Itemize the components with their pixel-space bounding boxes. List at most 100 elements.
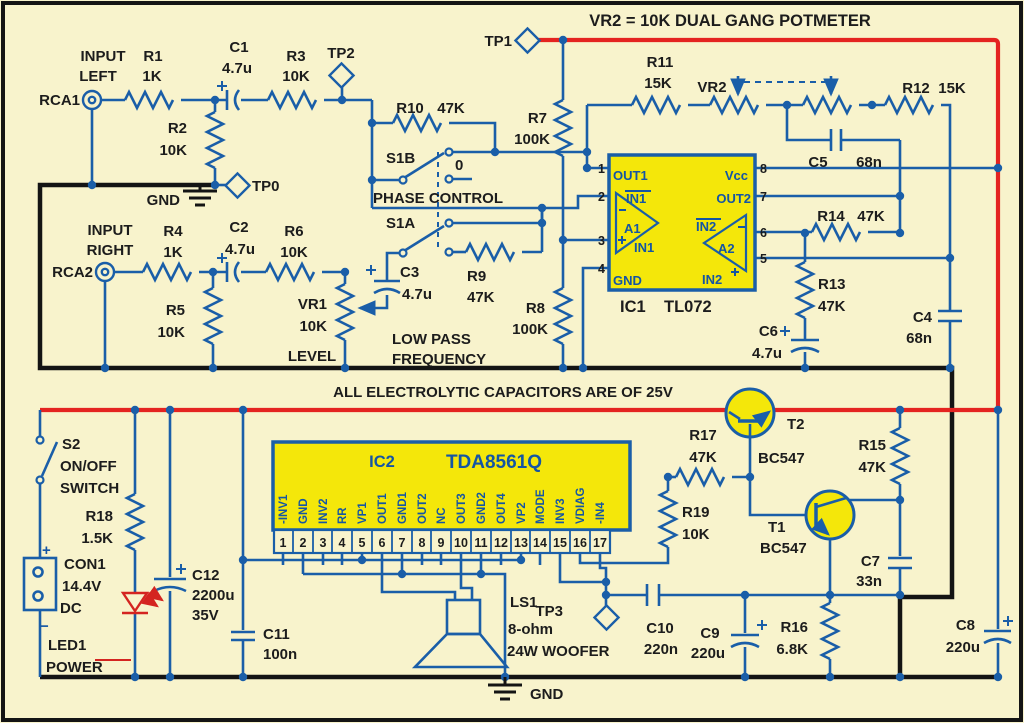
r14-val: 47K [857, 208, 885, 225]
r13-val: 47K [818, 298, 846, 315]
r7-ref: R7 [528, 110, 547, 127]
led1-ref: LED1 [48, 637, 86, 654]
wires [38, 40, 1012, 677]
ic1-pin8: 8 [760, 162, 767, 176]
r19-val: 10K [682, 526, 710, 543]
r16-ref: R16 [780, 619, 808, 636]
ic2-pin-num-2: 2 [300, 536, 307, 550]
ic1-in2p-label: IN2 [702, 272, 722, 287]
c10-val: 220n [644, 641, 678, 658]
ic2-pin-num-8: 8 [419, 536, 426, 550]
s2-switch-label: SWITCH [60, 480, 119, 497]
s1b-label: S1B [386, 150, 415, 167]
ic2-part: TDA8561Q [446, 452, 542, 473]
con1-plus: + [42, 542, 51, 559]
c5-val: 68n [856, 154, 882, 171]
r10-ref: R10 [396, 100, 424, 117]
ic2-pin-num-6: 6 [379, 536, 386, 550]
ic1-pin7: 7 [760, 190, 767, 204]
ic1-block: OUT1 IN1 A1 IN1 GND Vcc OUT2 IN2 A2 IN2 … [598, 153, 767, 316]
r14-ref: R14 [817, 208, 845, 225]
ic1-out2-label: OUT2 [716, 191, 751, 206]
c12-voltage: 35V [192, 607, 219, 624]
input-left-line1: INPUT [81, 48, 126, 65]
switch-contacts [35, 147, 454, 485]
con1-dc: DC [60, 600, 82, 617]
r18-val: 1.5K [81, 530, 113, 547]
rca1-label: RCA1 [39, 92, 80, 109]
ic1-in1p-label: IN1 [634, 240, 654, 255]
ic2-pin-name-15: INV3 [555, 498, 567, 524]
c4-val: 68n [906, 330, 932, 347]
rca1-connector [81, 89, 103, 111]
c1-ref: C1 [229, 39, 248, 56]
ground-symbol-top [183, 185, 217, 207]
r2-ref: R2 [168, 120, 187, 137]
r7-val: 100K [514, 131, 550, 148]
speaker-symbol [411, 598, 510, 669]
polarity-marks [176, 81, 1013, 630]
electrolytic-note: ALL ELECTROLYTIC CAPACITORS ARE OF 25V [333, 384, 673, 401]
c12-ref: C12 [192, 567, 220, 584]
led-symbol [95, 585, 164, 661]
t2-part: BC547 [758, 450, 805, 467]
lowpass-line2: FREQUENCY [392, 351, 486, 368]
input-left-line2: LEFT [79, 68, 117, 85]
ic2-ref: IC2 [369, 453, 395, 471]
c9-ref: C9 [700, 625, 719, 642]
ic1-pin1: 1 [598, 162, 605, 176]
ic2-pin-name-10: OUT3 [456, 493, 468, 524]
ic2-pin-num-7: 7 [399, 536, 406, 550]
con1-ref: CON1 [64, 556, 106, 573]
c4-ref: C4 [913, 309, 933, 326]
r9-ref: R9 [467, 268, 486, 285]
ls1-impedance: 8-ohm [508, 621, 553, 638]
r3-ref: R3 [286, 48, 305, 65]
r5-ref: R5 [166, 302, 185, 319]
c3-val: 4.7u [402, 286, 432, 303]
labels: VR2 = 10K DUAL GANG POTMETER ALL ELECTRO… [39, 12, 980, 703]
c3-ref: C3 [400, 264, 419, 281]
r9-val: 47K [467, 289, 495, 306]
ic2-pin-num-17: 17 [593, 536, 607, 550]
ic2-pin-name-5: VP1 [357, 502, 369, 524]
r8-ref: R8 [526, 300, 545, 317]
ic2-pin-name-7: GND1 [397, 491, 409, 524]
r1-val: 1K [142, 68, 161, 85]
c1-val: 4.7u [222, 60, 252, 77]
ic2-pin-num-11: 11 [474, 536, 487, 550]
ls1-power: 24W WOOFER [507, 643, 610, 660]
vr1-ref: VR1 [298, 296, 327, 313]
ic2-pin-name-1: -INV1 [278, 494, 290, 524]
r15-ref: R15 [858, 437, 886, 454]
level-label: LEVEL [288, 348, 336, 365]
ic2-pin-num-9: 9 [438, 536, 445, 550]
led1-power-label: POWER [46, 659, 103, 676]
ic2-pin-name-6: OUT1 [377, 493, 389, 524]
t1-part: BC547 [760, 540, 807, 557]
ic2-pin-num-15: 15 [553, 536, 567, 550]
positive-rails [40, 37, 1001, 413]
ic2-pin-name-11: GND2 [476, 492, 488, 524]
t2-ref: T2 [787, 416, 805, 433]
r1-ref: R1 [143, 48, 162, 65]
con1-connector [22, 556, 58, 612]
c8-ref: C8 [956, 617, 975, 634]
r3-val: 10K [282, 68, 310, 85]
ground-symbol-bottom [488, 677, 522, 701]
r12-val: 15K [938, 80, 966, 97]
s1b-pos0-label: 0 [455, 157, 463, 174]
s2-onoff-label: ON/OFF [60, 458, 117, 475]
ic2-pin-num-1: 1 [280, 536, 287, 550]
r6-val: 10K [280, 244, 308, 261]
c12-val: 2200u [192, 587, 235, 604]
c6-ref: C6 [759, 323, 778, 340]
ic1-in2n-label: IN2 [696, 219, 716, 234]
r13-ref: R13 [818, 276, 846, 293]
c2-ref: C2 [229, 219, 248, 236]
c10-ref: C10 [646, 620, 674, 637]
r16-val: 6.8K [776, 641, 808, 658]
ic1-out1-label: OUT1 [613, 168, 648, 183]
t1-ref: T1 [768, 519, 786, 536]
